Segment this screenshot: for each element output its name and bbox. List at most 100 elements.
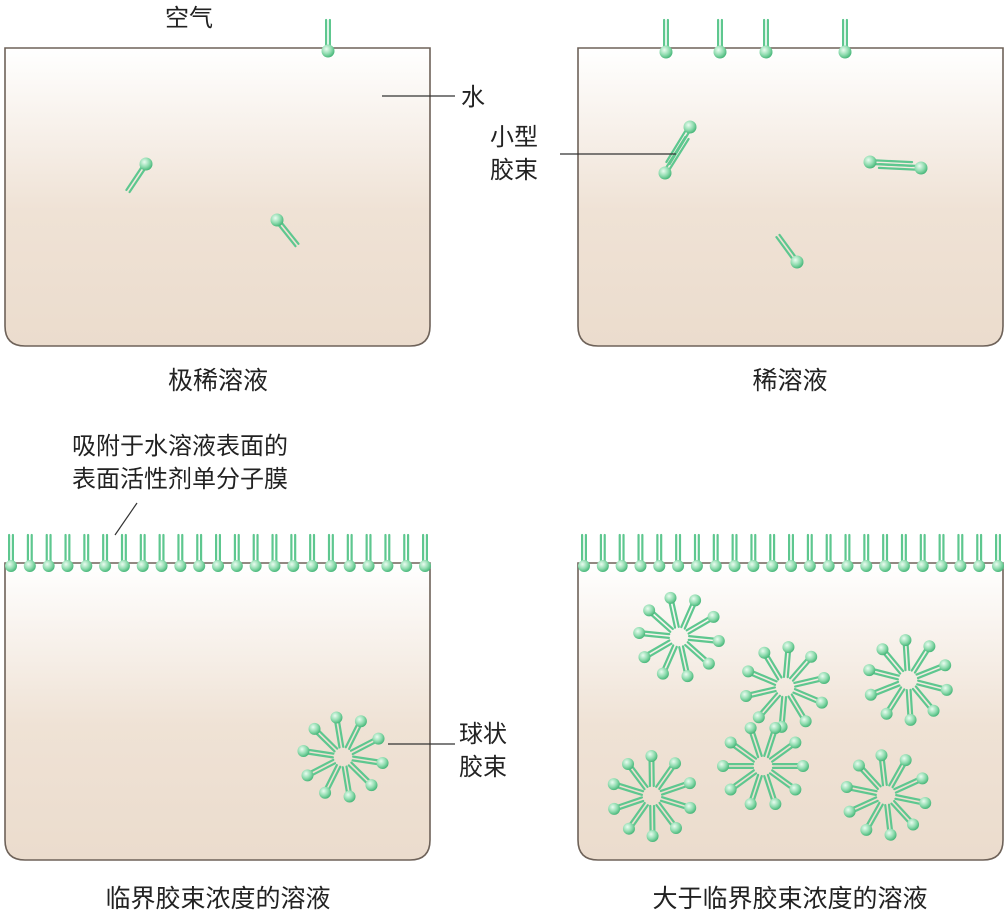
- monolayer-molecule: [766, 533, 779, 572]
- monolayer-molecule: [803, 533, 816, 572]
- monolayer-molecule: [596, 533, 609, 572]
- micelle-molecule: [875, 749, 888, 787]
- monolayer-molecule: [916, 533, 929, 572]
- monolayer-molecule: [287, 533, 300, 572]
- micelle-molecule: [884, 803, 897, 841]
- micelle-molecule: [646, 804, 659, 842]
- micelle-molecule: [724, 736, 758, 763]
- monolayer-molecule: [230, 533, 243, 572]
- monolayer-molecule: [897, 533, 910, 572]
- micelle-molecule: [782, 641, 795, 679]
- micelle-molecule: [744, 773, 763, 811]
- monolayer-label-line-1: 吸附于水溶液表面的: [72, 432, 288, 460]
- micelle-molecule: [793, 671, 830, 688]
- monolayer-molecule: [212, 533, 224, 572]
- micelle-molecule: [910, 640, 936, 674]
- monolayer-molecule: [249, 533, 262, 572]
- micelle-molecule: [638, 639, 673, 664]
- micelle-molecule: [768, 769, 802, 796]
- micelle-molecule: [351, 755, 389, 769]
- micelle-molecule: [763, 773, 782, 811]
- micelle-molecule: [899, 634, 912, 672]
- micelle-molecule: [633, 627, 671, 640]
- watermark: 知乎 @文理百科知识: [707, 861, 940, 890]
- micelle-molecule: [758, 646, 783, 681]
- caption-panel-1: 极稀溶液: [168, 366, 268, 395]
- small-micelle-molecule: [658, 135, 690, 180]
- micelle-molecule: [893, 772, 929, 794]
- caption-panel-2: 稀溶液: [752, 366, 827, 395]
- micelle-molecule: [768, 736, 802, 763]
- micelle-molecule: [341, 765, 356, 803]
- micelle-molecule: [792, 688, 828, 709]
- monolayer-molecule: [400, 533, 413, 572]
- monolayer-molecule: [747, 533, 760, 572]
- vessel-panel-2: [577, 47, 1004, 347]
- monolayer-molecule: [306, 533, 319, 572]
- micelle-molecule: [330, 711, 345, 749]
- spherical-micelle-label-line-1: 球状: [459, 720, 507, 748]
- small-micelle-label-line-2: 胶束: [490, 156, 538, 184]
- micelle-molecule: [347, 761, 378, 792]
- micelle-molecule: [911, 685, 940, 717]
- surfactant-molecules: [5, 18, 1004, 842]
- micelle-molecule: [643, 604, 674, 633]
- monolayer-molecule: [785, 533, 797, 572]
- monolayer-molecule: [174, 533, 187, 572]
- monolayer-molecule: [136, 533, 149, 572]
- free-molecule: [775, 233, 804, 269]
- monolayer-molecule: [42, 533, 55, 572]
- monolayer-molecule: [23, 533, 36, 572]
- monolayer-molecule: [99, 533, 112, 572]
- micelle-molecule: [894, 794, 932, 809]
- micelle-molecule: [685, 610, 720, 635]
- micelle-molecule: [659, 796, 697, 814]
- caption-panel-4: 大于临界胶束浓度的溶液: [652, 884, 927, 913]
- micelle-molecule: [724, 769, 758, 796]
- micelle-molecule: [349, 732, 385, 756]
- micelle-molecule: [684, 641, 715, 670]
- micelle-molecule: [843, 796, 879, 818]
- vessel-panel-3: [4, 562, 431, 861]
- micelle-molecule: [771, 760, 809, 772]
- monolayer-molecule: [822, 533, 835, 572]
- monolayer-label-line-2: 表面活性剂单分子膜: [72, 465, 288, 493]
- micelle-molecule: [864, 680, 901, 701]
- vessel-panel-4: [577, 562, 1004, 861]
- micelle-molecule: [301, 758, 337, 782]
- surface-molecule: [659, 18, 673, 59]
- water-label: 水: [461, 83, 485, 111]
- caption-panel-3: 临界胶束浓度的溶液: [105, 884, 330, 913]
- micelle-molecule: [622, 801, 649, 835]
- monolayer-molecule: [5, 533, 17, 572]
- monolayer-molecule: [672, 533, 685, 572]
- micelle-molecule: [840, 781, 878, 796]
- micelle-molecule: [319, 763, 342, 799]
- monolayer-molecule: [935, 533, 948, 572]
- spherical-micelle-label-line-2: 胶束: [459, 753, 507, 781]
- monolayer-molecule: [578, 533, 590, 572]
- micelle-molecule: [752, 692, 781, 724]
- micelle-molecule: [297, 745, 335, 759]
- micelle-molecule: [656, 644, 678, 680]
- surface-molecule: [321, 18, 335, 58]
- micelle-molecule: [607, 778, 645, 796]
- monolayer-molecule: [362, 533, 375, 572]
- micelle-molecule: [888, 754, 912, 789]
- monolayer-molecule: [841, 533, 854, 572]
- micelle-molecule: [680, 594, 702, 630]
- monolayer-molecule: [690, 533, 703, 572]
- monolayer-molecule: [615, 533, 628, 572]
- micelle-molecule: [852, 759, 882, 791]
- micelle-molecule: [787, 693, 812, 728]
- micelle-molecule: [916, 679, 953, 696]
- monolayer-molecule: [879, 533, 892, 572]
- monolayer-molecule: [193, 533, 206, 572]
- micelle-molecule: [687, 634, 725, 647]
- micelle-molecule: [655, 801, 682, 835]
- micelle-molecule: [860, 801, 884, 836]
- micelle-molecule: [890, 799, 920, 831]
- micelle-molecule: [876, 643, 905, 675]
- free-molecule: [270, 213, 300, 248]
- monolayer-molecule: [80, 533, 93, 572]
